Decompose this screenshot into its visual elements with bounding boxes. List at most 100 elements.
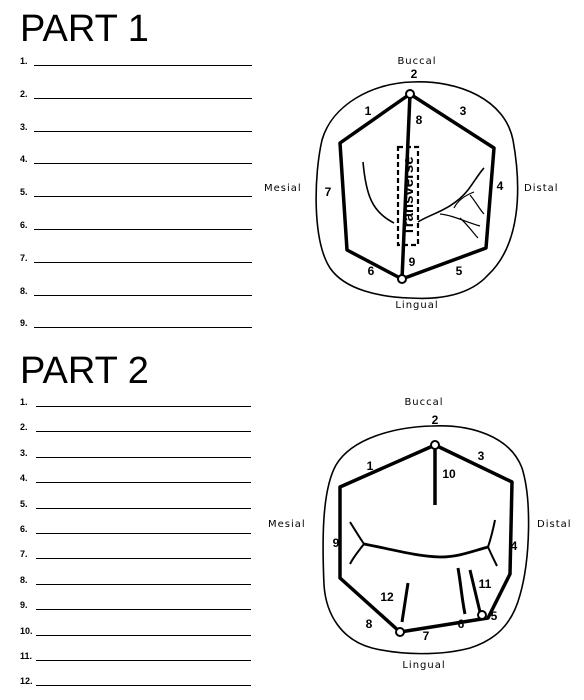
part1-number-8: 8 bbox=[416, 113, 423, 127]
part2-answer-blank[interactable] bbox=[36, 660, 251, 661]
part1-number-5: 5 bbox=[456, 264, 463, 278]
part2-number-3: 3 bbox=[478, 449, 485, 463]
part1-answer-number: 9. bbox=[20, 318, 28, 329]
part2-lingual-groove-12 bbox=[400, 582, 410, 623]
part1-number-7: 7 bbox=[325, 185, 332, 199]
part2-occlusal-table bbox=[338, 443, 514, 634]
part1-answer-row: 5. bbox=[20, 183, 260, 198]
part2-central-groove bbox=[363, 542, 489, 559]
part2-answer-blank[interactable] bbox=[36, 533, 251, 534]
part2-answer-blank[interactable] bbox=[36, 482, 251, 484]
part2-answer-row: 4. bbox=[20, 469, 260, 484]
part1-cusp-tip-lingual bbox=[397, 274, 407, 284]
part2-cusp-tip-buccal bbox=[430, 440, 440, 450]
part2-number-6: 6 bbox=[458, 617, 465, 631]
part2-answer-number: 10. bbox=[20, 625, 33, 636]
part2-answer-number: 7. bbox=[20, 549, 28, 560]
part1-answer-number: 7. bbox=[20, 252, 28, 263]
part1-answer-number: 5. bbox=[20, 187, 28, 198]
part1-tooth-outline bbox=[315, 81, 519, 300]
part1-answer-blank[interactable] bbox=[34, 65, 252, 66]
part1-answer-blank[interactable] bbox=[34, 229, 252, 230]
part2-answer-number: 6. bbox=[20, 524, 28, 534]
part2-answer-blank[interactable] bbox=[36, 456, 251, 458]
part2-distolingual-groove bbox=[456, 567, 467, 615]
part1-answer-blank[interactable] bbox=[34, 327, 252, 329]
part2-answer-list: 1. 2. 3. 4. 5. 6. 7. 8. 9. 10. 11. 12. bbox=[0, 0, 260, 700]
part2-mesial-label: Mesial bbox=[268, 519, 306, 530]
part1-groove-distal bbox=[417, 167, 485, 223]
part1-answer-number: 3. bbox=[20, 121, 28, 132]
part2-answer-row: 2. bbox=[20, 418, 260, 433]
part2-number-5: 5 bbox=[491, 609, 498, 623]
part2-lingual-groove-11 bbox=[468, 569, 482, 613]
part2-answer-number: 1. bbox=[20, 397, 28, 407]
part2-answer-blank[interactable] bbox=[36, 406, 251, 407]
part1-answer-row: 8. bbox=[20, 282, 260, 296]
part2-answer-number: 9. bbox=[20, 600, 28, 611]
part2-buccal-label: Buccal bbox=[404, 397, 443, 408]
part2-number-7: 7 bbox=[423, 629, 430, 643]
part1-distal-label: Distal bbox=[524, 183, 559, 194]
part2-answer-blank[interactable] bbox=[36, 609, 251, 611]
part1-answer-row: 2. bbox=[20, 85, 260, 99]
part2-answer-row: 10. bbox=[20, 622, 260, 636]
part1-answer-blank[interactable] bbox=[34, 97, 252, 99]
part2-number-4: 4 bbox=[511, 539, 518, 553]
part1-answer-number: 4. bbox=[20, 154, 28, 165]
part2-answer-number: 4. bbox=[20, 473, 28, 484]
part2-number-11: 11 bbox=[479, 577, 492, 591]
part1-answer-row: 9. bbox=[20, 314, 260, 329]
part1-number-6: 6 bbox=[368, 264, 375, 278]
part2-answer-blank[interactable] bbox=[36, 685, 251, 687]
part2-answer-row: 12. bbox=[20, 672, 260, 687]
part2-lingual-label: Lingual bbox=[402, 660, 445, 671]
part2-answer-number: 12. bbox=[20, 676, 33, 687]
part1-answer-blank[interactable] bbox=[34, 261, 252, 263]
part2-answer-row: 11. bbox=[20, 647, 260, 661]
part1-number-1: 1 bbox=[365, 104, 372, 118]
part2-number-9: 9 bbox=[333, 536, 340, 550]
part2-answer-number: 8. bbox=[20, 574, 28, 585]
part1-title: PART 1 bbox=[20, 8, 149, 50]
part1-answer-row: 6. bbox=[20, 216, 260, 230]
part1-answer-list: 1. 2. 3. 4. 5. 6. 7. 8. 9. bbox=[0, 0, 260, 700]
part1-answer-row: 3. bbox=[20, 118, 260, 132]
part1-groove-mesial bbox=[362, 161, 395, 224]
part2-tooth-outline bbox=[322, 425, 530, 655]
part1-number-3: 3 bbox=[460, 104, 467, 118]
part2-number-8: 8 bbox=[366, 617, 373, 631]
part2-answer-number: 11. bbox=[20, 651, 33, 661]
part2-answer-blank[interactable] bbox=[36, 583, 251, 585]
part1-number-4: 4 bbox=[497, 179, 504, 193]
part2-answer-row: 6. bbox=[20, 520, 260, 534]
part2-answer-row: 3. bbox=[20, 444, 260, 458]
part1-answer-row: 1. bbox=[20, 52, 260, 66]
part2-answer-row: 1. bbox=[20, 393, 260, 407]
part1-transverse-label: Transverse bbox=[400, 156, 417, 235]
part2-answer-blank[interactable] bbox=[36, 431, 251, 433]
part2-answer-blank[interactable] bbox=[36, 558, 251, 560]
part1-answer-blank[interactable] bbox=[34, 196, 252, 198]
part2-number-2: 2 bbox=[432, 413, 439, 427]
part1-mesial-label: Mesial bbox=[264, 183, 302, 194]
part2-number-10: 10 bbox=[442, 467, 456, 481]
part1-answer-blank[interactable] bbox=[34, 130, 252, 132]
part2-title: PART 2 bbox=[20, 350, 149, 392]
part1-answer-blank[interactable] bbox=[34, 163, 252, 165]
part2-distal-label: Distal bbox=[537, 519, 572, 530]
part2-cusp-tip-distolingual bbox=[477, 610, 487, 620]
part2-answer-number: 3. bbox=[20, 447, 28, 458]
part2-number-1: 1 bbox=[367, 459, 374, 473]
part2-answer-row: 9. bbox=[20, 596, 260, 611]
part1-lingual-label: Lingual bbox=[395, 300, 438, 311]
part1-answer-number: 1. bbox=[20, 56, 28, 66]
part2-answer-blank[interactable] bbox=[36, 634, 251, 636]
part1-answer-blank[interactable] bbox=[34, 294, 252, 296]
part1-answer-number: 8. bbox=[20, 285, 28, 296]
part2-answer-blank[interactable] bbox=[36, 507, 251, 509]
part1-answer-number: 2. bbox=[20, 88, 28, 99]
part1-answer-number: 6. bbox=[20, 220, 28, 230]
